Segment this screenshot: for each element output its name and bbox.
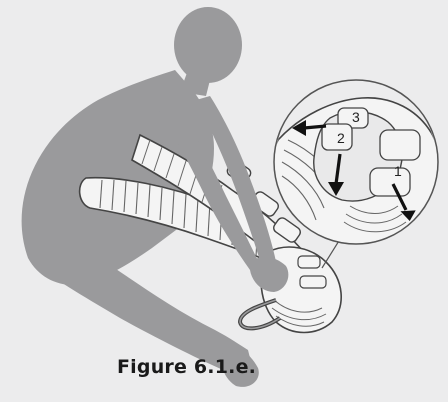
step-marker-1: 1 — [394, 163, 402, 179]
person-head — [174, 7, 242, 83]
step-marker-3: 3 — [352, 109, 360, 125]
detail-inset: 1 2 3 — [271, 80, 439, 245]
person-neck — [180, 70, 212, 96]
step-marker-2: 2 — [337, 130, 345, 146]
figure-caption: Figure 6.1.e. — [117, 356, 256, 378]
